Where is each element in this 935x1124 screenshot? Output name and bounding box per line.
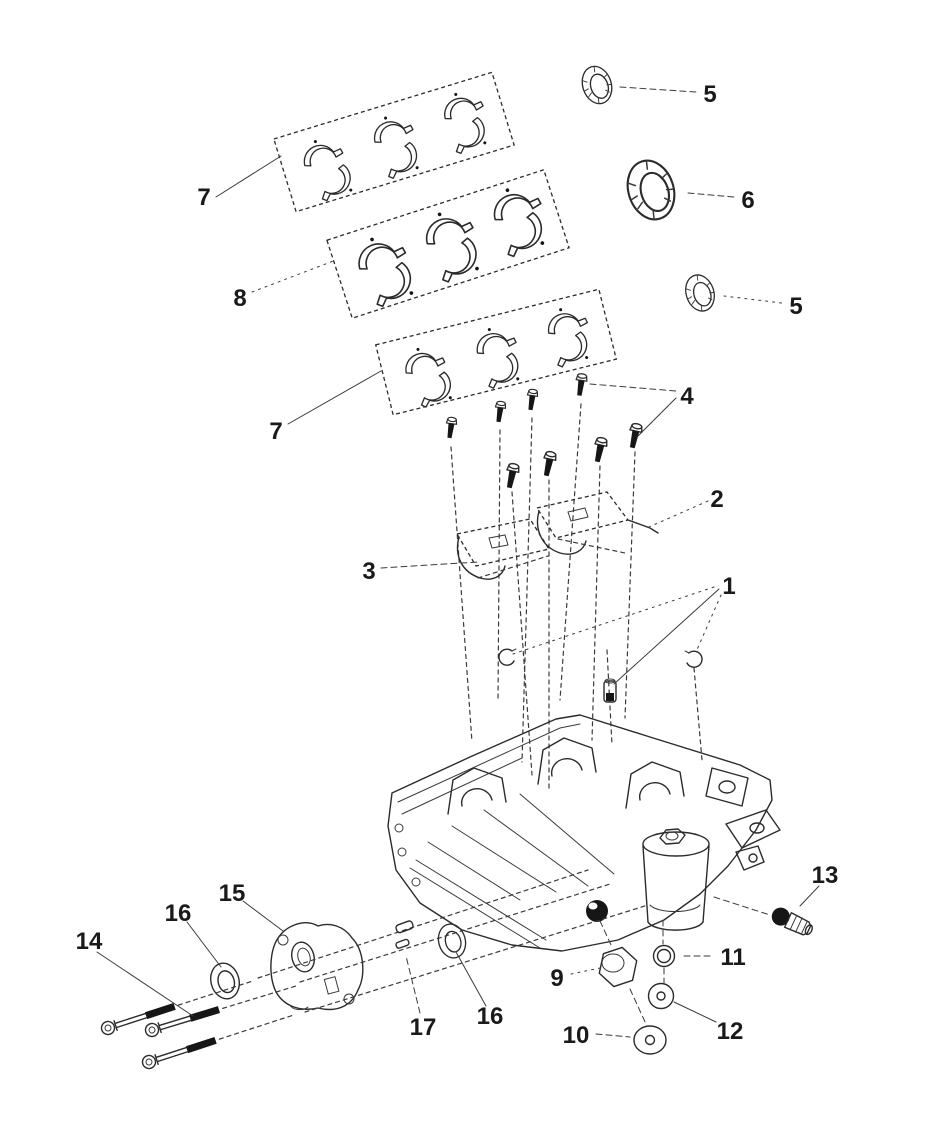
assembly-axis-lines [257, 869, 649, 1013]
callout-labels: 7 8 7 5 6 5 4 2 3 1 13 15 16 14 11 9 16 … [76, 81, 839, 1049]
callout-7-top: 7 [197, 184, 210, 211]
callout-7-mid: 7 [269, 418, 282, 445]
callout-4: 4 [680, 383, 694, 410]
oil-seal-5-mid [680, 270, 720, 316]
drain-plug-9 [598, 946, 638, 988]
callout-15: 15 [219, 880, 246, 907]
o-ring-16-left [206, 959, 244, 1003]
pump-bolts-14 [99, 974, 299, 1071]
callout-8: 8 [233, 285, 246, 312]
callout-12: 12 [717, 1018, 744, 1045]
callout-16-left: 16 [165, 900, 192, 927]
callout-1: 1 [722, 573, 735, 600]
cap-bolts [443, 372, 644, 490]
oil-seal-5-top [576, 61, 618, 109]
bearing-cap-3 [455, 518, 551, 580]
bearing-saddle-towers [447, 737, 685, 815]
crankcase-body [387, 714, 781, 952]
callout-14: 14 [76, 928, 103, 955]
oil-seal-6 [619, 153, 683, 227]
dowel-pin-17 [395, 920, 414, 949]
assembly-drop-lines [450, 403, 703, 791]
bearing-shell-box-7-top [273, 71, 515, 213]
fitting-13 [771, 907, 813, 936]
callout-5-mid: 5 [789, 293, 802, 320]
o-ring-16-right [434, 920, 470, 962]
sealing-washer-12 [647, 982, 675, 1010]
callout-9: 9 [550, 965, 563, 992]
callout-6: 6 [741, 187, 754, 214]
callout-10: 10 [563, 1022, 590, 1049]
callout-16-right: 16 [477, 1003, 504, 1030]
callout-11: 11 [720, 944, 745, 971]
leader-lines [96, 86, 820, 1038]
callout-3: 3 [362, 558, 375, 585]
oil-filter-housing [642, 828, 710, 931]
callout-13: 13 [812, 862, 839, 889]
bearing-cap-2 [535, 491, 659, 555]
callout-5-top: 5 [703, 81, 716, 108]
seal-ring-11 [652, 944, 676, 968]
washer-10 [633, 1025, 667, 1055]
callout-17: 17 [410, 1014, 437, 1041]
dowel-studs-1 [498, 648, 703, 703]
bearing-shell-box-8 [326, 168, 570, 320]
callout-2: 2 [710, 486, 723, 513]
